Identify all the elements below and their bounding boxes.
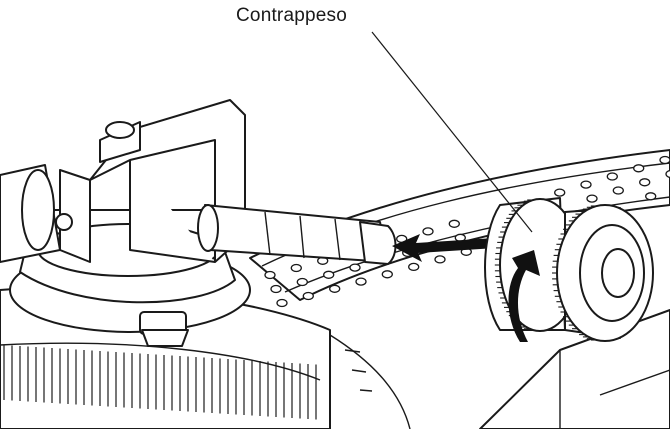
counterweight-label: Contrappeso [236,5,347,26]
slide-arrow [392,234,496,262]
counterweight [484,197,654,342]
arm-rear-tube [197,204,397,265]
arm-tube-left [0,164,61,263]
callout-leader-line [371,31,533,233]
